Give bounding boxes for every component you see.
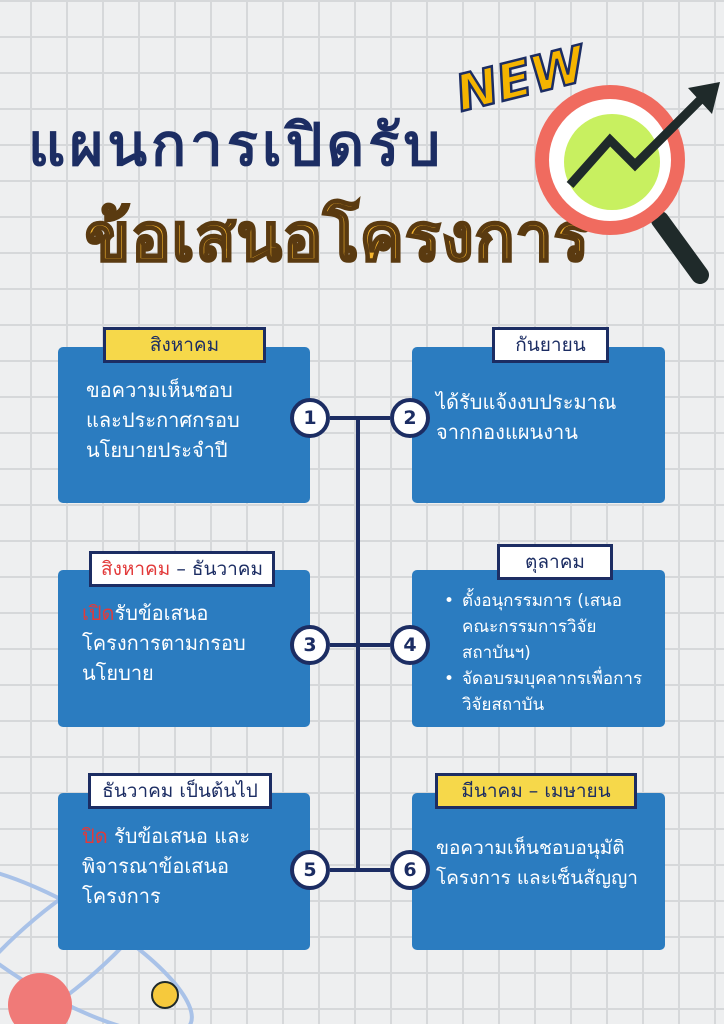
step-2-number: 2 [390, 398, 430, 438]
step-4-card: ตั้งอนุกรรมการ (เสนอคณะกรรมการวิจัยสถาบั… [412, 570, 665, 727]
step-text: พิจารณาข้อเสนอ [82, 854, 230, 878]
step-5-number: 5 [290, 850, 330, 890]
step-text: นโยบาย [82, 661, 154, 685]
step-text: รับข้อเสนอ [114, 601, 209, 625]
month-start: สิงหาคม [100, 558, 171, 580]
title-line-2: ข้อเสนอโครงการ [84, 198, 591, 278]
step-6-month: มีนาคม – เมษายน [435, 773, 637, 809]
highlight-open: เปิด [82, 601, 115, 625]
step-2-month: กันยายน [492, 327, 609, 363]
step-6-number: 6 [390, 850, 430, 890]
step-3-card: เปิดรับข้อเสนอ โครงการตามกรอบ นโยบาย [58, 570, 310, 727]
step-3-month: สิงหาคม – ธันวาคม [89, 551, 275, 587]
step-5-card: ปิด รับข้อเสนอ และ พิจารณาข้อเสนอ โครงกา… [58, 793, 310, 950]
step-text: โครงการ [82, 884, 161, 908]
month-end: – ธันวาคม [170, 558, 264, 580]
title-line-1: แผนการเปิดรับ [28, 111, 445, 179]
step-2-card: ได้รับแจ้งงบประมาณ จากกองแผนงาน [412, 347, 665, 503]
step-1-number: 1 [290, 398, 330, 438]
step-text: ขอความเห็นชอบอนุมัติ [436, 837, 625, 859]
step-6-card: ขอความเห็นชอบอนุมัติ โครงการ และเซ็นสัญญ… [412, 793, 665, 950]
bullet-item: จัดอบรมบุคลากรเพื่อการวิจัยสถาบัน [440, 666, 655, 718]
step-text: และประกาศกรอบ [86, 408, 240, 432]
step-text: นโยบายประจำปี [86, 438, 228, 462]
step-text: โครงการ และเซ็นสัญญา [436, 867, 638, 889]
step-4-number: 4 [390, 625, 430, 665]
step-text: ได้รับแจ้งงบประมาณ [436, 390, 617, 414]
step-text: รับข้อเสนอ และ [107, 824, 251, 848]
step-5-month: ธันวาคม เป็นต้นไป [88, 773, 272, 809]
step-3-number: 3 [290, 625, 330, 665]
step-1-card: ขอความเห็นชอบ และประกาศกรอบ นโยบายประจำป… [58, 347, 310, 503]
step-1-month: สิงหาคม [103, 327, 266, 363]
magnifier-growth-icon [535, 82, 720, 284]
step-text: จากกองแผนงาน [436, 420, 578, 444]
highlight-close: ปิด [82, 824, 108, 848]
bullet-item: ตั้งอนุกรรมการ (เสนอคณะกรรมการวิจัยสถาบั… [440, 588, 655, 666]
step-text: ขอความเห็นชอบ [86, 378, 233, 402]
step-4-month: ตุลาคม [497, 544, 613, 580]
step-text: โครงการตามกรอบ [82, 631, 246, 655]
